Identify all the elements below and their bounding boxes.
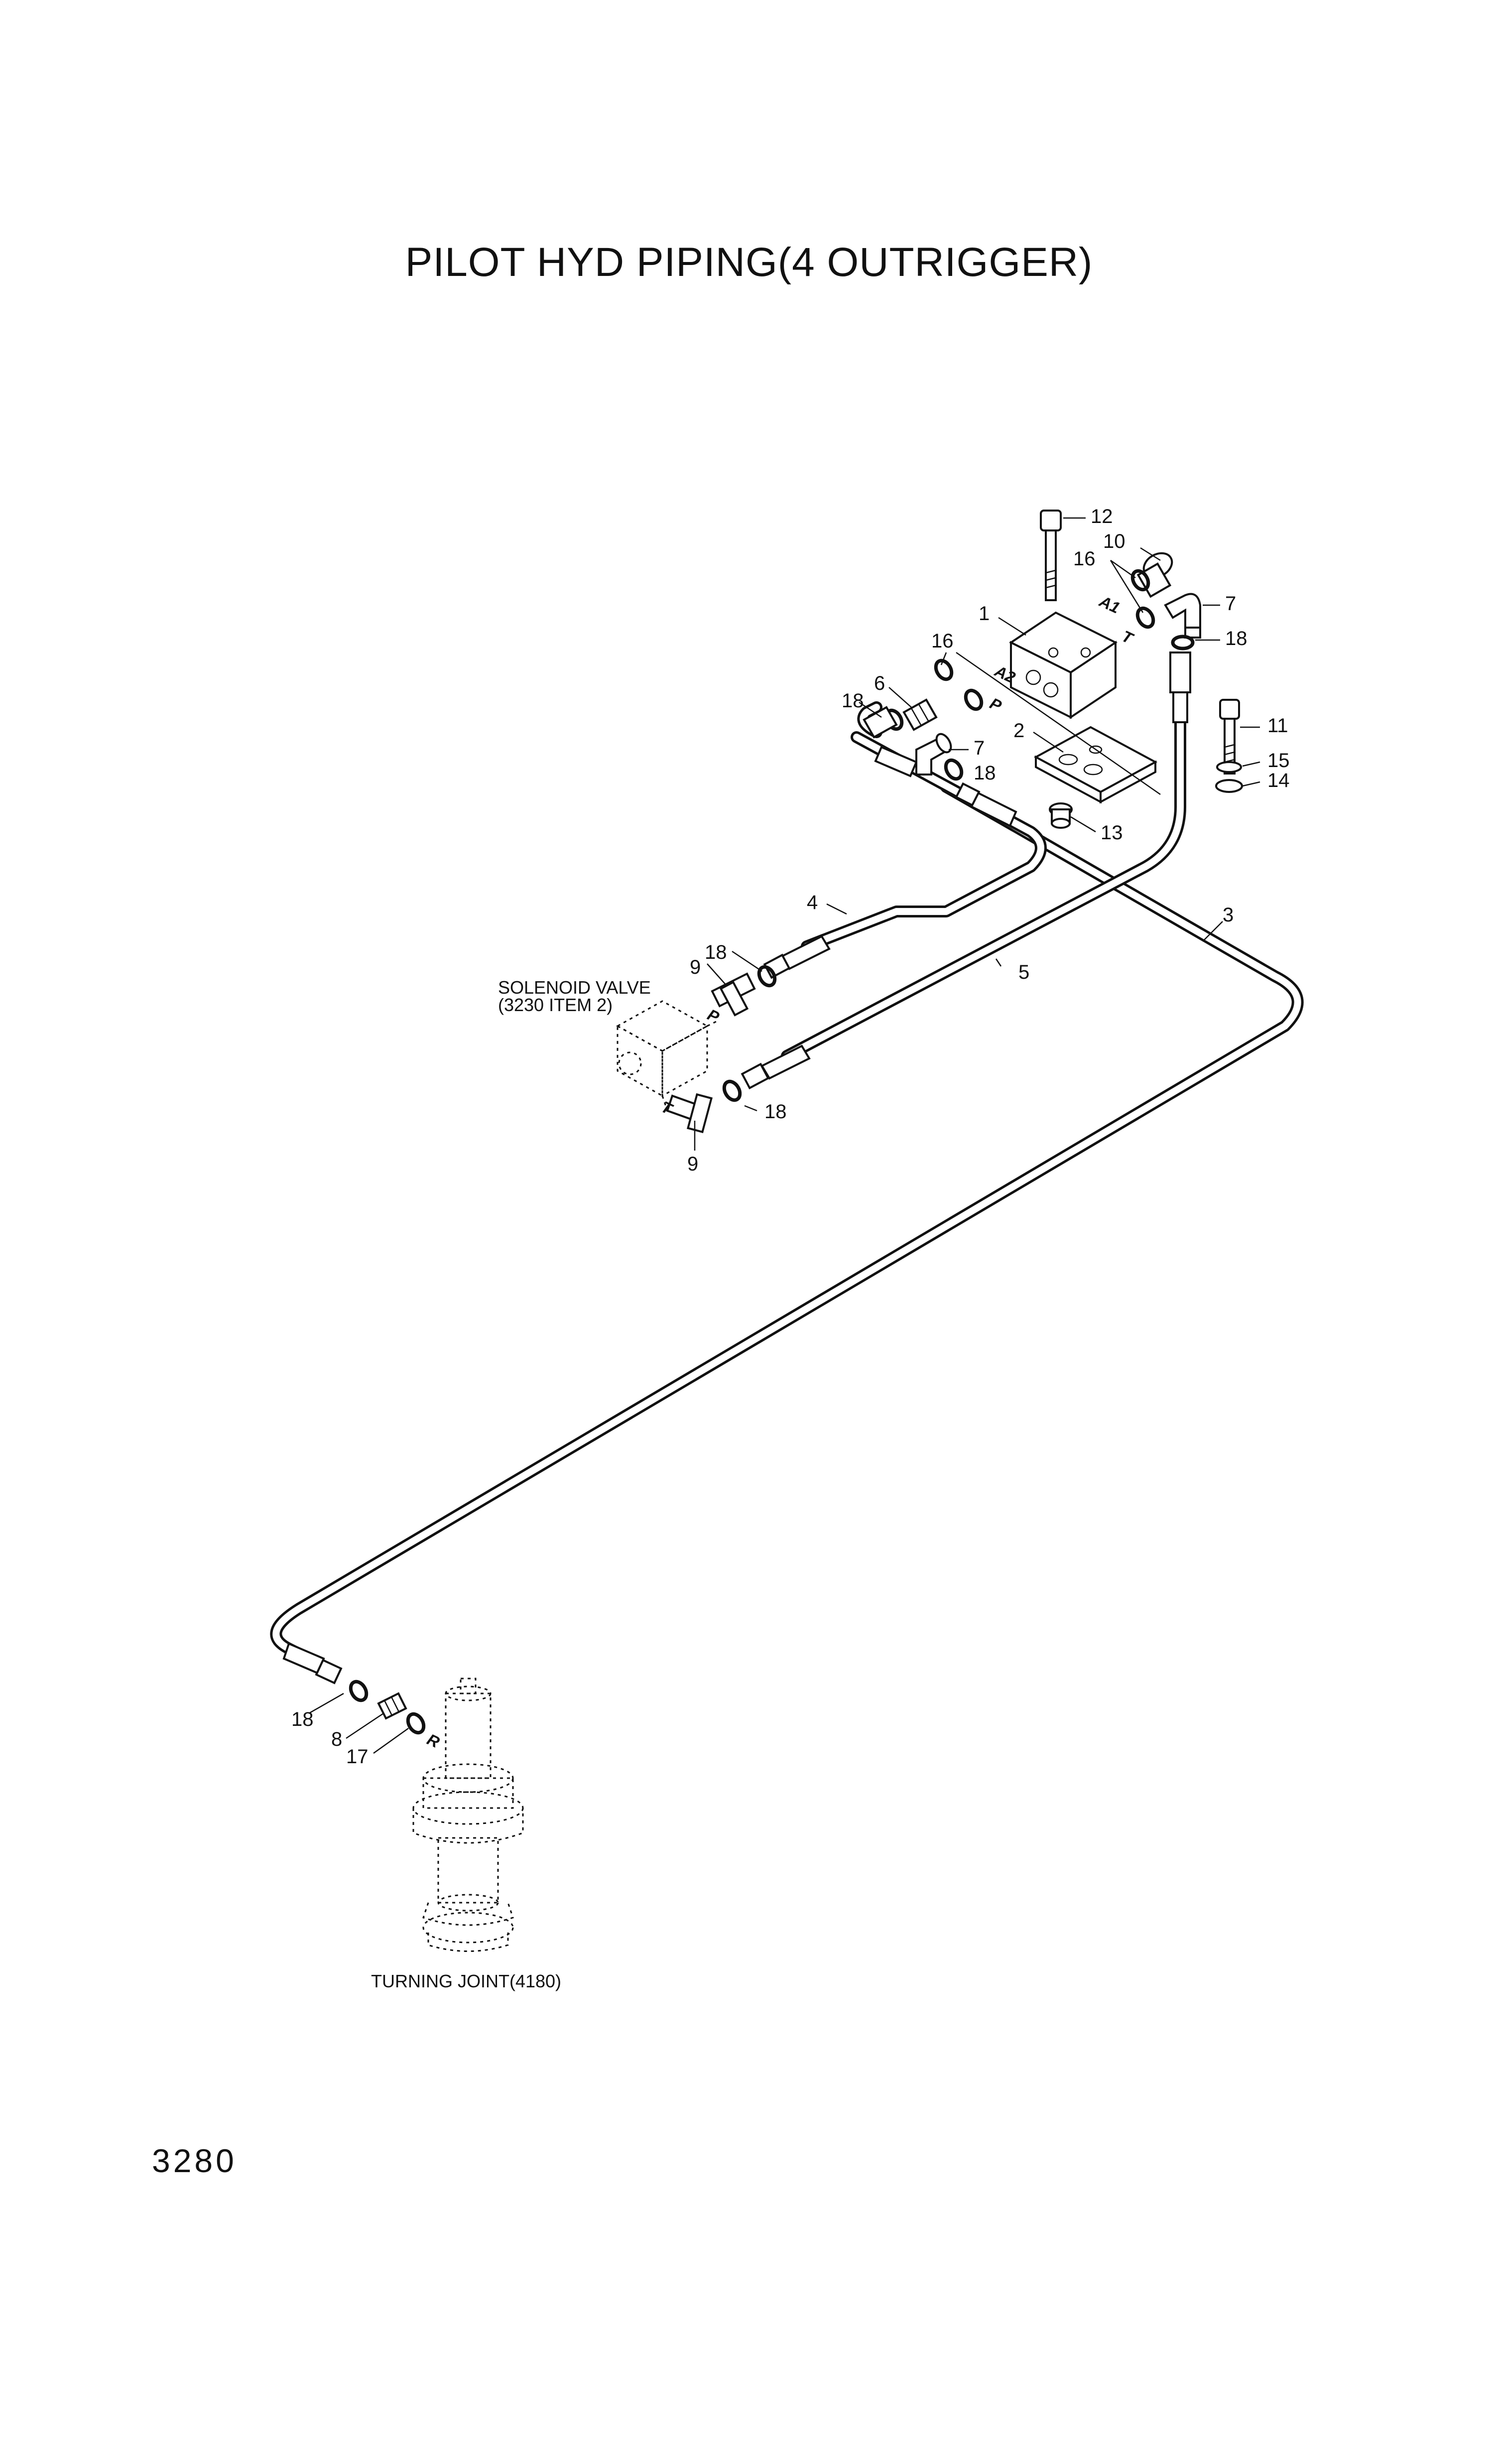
callout-3: 3 — [1223, 904, 1234, 926]
solenoid-valve-label: SOLENOID VALVE — [498, 977, 651, 998]
hose-end-3-bottom — [282, 1642, 343, 1685]
connector-6 — [902, 698, 938, 731]
callout-6: 6 — [874, 672, 885, 694]
callout-18-top: 18 — [1225, 628, 1248, 649]
washer-14 — [1215, 779, 1243, 793]
pipe-3 — [270, 781, 1304, 1670]
bolt-12 — [1040, 510, 1062, 601]
o-ring-16-c — [934, 658, 954, 681]
connector-top-left — [863, 706, 898, 739]
callout-9-bottom: 9 — [687, 1153, 698, 1175]
o-ring-18-c — [944, 758, 964, 781]
o-ring-18-d — [757, 965, 777, 988]
callout-18-bottom: 18 — [291, 1708, 314, 1730]
hose-end-4 — [763, 935, 831, 979]
hose-end-5-top — [1169, 651, 1191, 723]
solenoid-valve-outline — [616, 1000, 718, 1111]
valve-block-1 — [1009, 611, 1118, 719]
callout-14: 14 — [1267, 770, 1290, 791]
port-p-block: P — [987, 694, 1004, 715]
port-p-solenoid: P — [705, 1006, 722, 1027]
turning-joint-label: TURNING JOINT(4180) — [371, 1971, 561, 1991]
callout-16-middle: 16 — [931, 630, 954, 652]
callout-15: 15 — [1267, 750, 1290, 772]
page-title: PILOT HYD PIPING(4 OUTRIGGER) — [405, 240, 1093, 285]
callout-17: 17 — [346, 1746, 369, 1768]
o-ring-18-e — [722, 1079, 742, 1102]
bolt-11 — [1219, 699, 1240, 775]
port-a1: A1 — [1096, 592, 1123, 617]
callout-2: 2 — [1013, 720, 1024, 742]
callout-9-top: 9 — [690, 956, 701, 978]
page-number: 3280 — [152, 2142, 237, 2179]
o-ring-16-d — [964, 688, 984, 711]
hose-end-4-top — [874, 746, 918, 778]
callout-10: 10 — [1103, 530, 1125, 552]
callout-5: 5 — [1018, 961, 1029, 983]
tee-fitting-9-upper — [711, 972, 756, 1017]
solenoid-valve-item: (3230 ITEM 2) — [498, 995, 613, 1015]
callout-8: 8 — [331, 1728, 342, 1750]
o-ring-18-a — [1171, 635, 1195, 650]
callout-1: 1 — [979, 603, 990, 625]
pipe-4 — [801, 731, 1047, 952]
callout-18-solenoid-bottom: 18 — [764, 1101, 787, 1123]
mounting-plate-2 — [1033, 726, 1158, 804]
tee-fitting-9-lower — [666, 1093, 713, 1134]
o-ring-17 — [406, 1712, 426, 1735]
o-ring-18-f — [349, 1680, 369, 1702]
elbow-fitting-7-right — [1164, 593, 1201, 639]
o-ring-16-b — [1135, 606, 1155, 629]
callout-18-solenoid-top: 18 — [705, 941, 727, 963]
callout-11: 11 — [1267, 715, 1288, 737]
callout-16-top: 16 — [1073, 548, 1096, 570]
callout-12: 12 — [1091, 506, 1113, 527]
bolt-13 — [1049, 802, 1073, 829]
o-ring-16-a — [1130, 569, 1150, 592]
leader-lines — [308, 517, 1260, 1754]
port-r-turning-joint: R — [424, 1730, 442, 1751]
pipe-5 — [781, 656, 1186, 1062]
callout-13: 13 — [1101, 822, 1123, 844]
callout-18-left: 18 — [842, 690, 864, 712]
callout-18-middle: 18 — [974, 762, 996, 784]
callout-4: 4 — [807, 892, 818, 913]
turning-joint-outline — [412, 1678, 524, 1952]
elbow-fitting-7-middle — [915, 733, 952, 776]
callout-7-middle: 7 — [974, 737, 985, 759]
port-t-block: T — [1119, 627, 1136, 648]
hose-end-3-top — [955, 782, 1017, 827]
callout-7-top: 7 — [1225, 593, 1236, 615]
washer-15 — [1216, 761, 1242, 773]
hose-end-5 — [741, 1044, 811, 1090]
callout-labels: 12 10 16 7 1 18 16 6 18 2 7 18 11 15 14 … — [291, 506, 1290, 1768]
